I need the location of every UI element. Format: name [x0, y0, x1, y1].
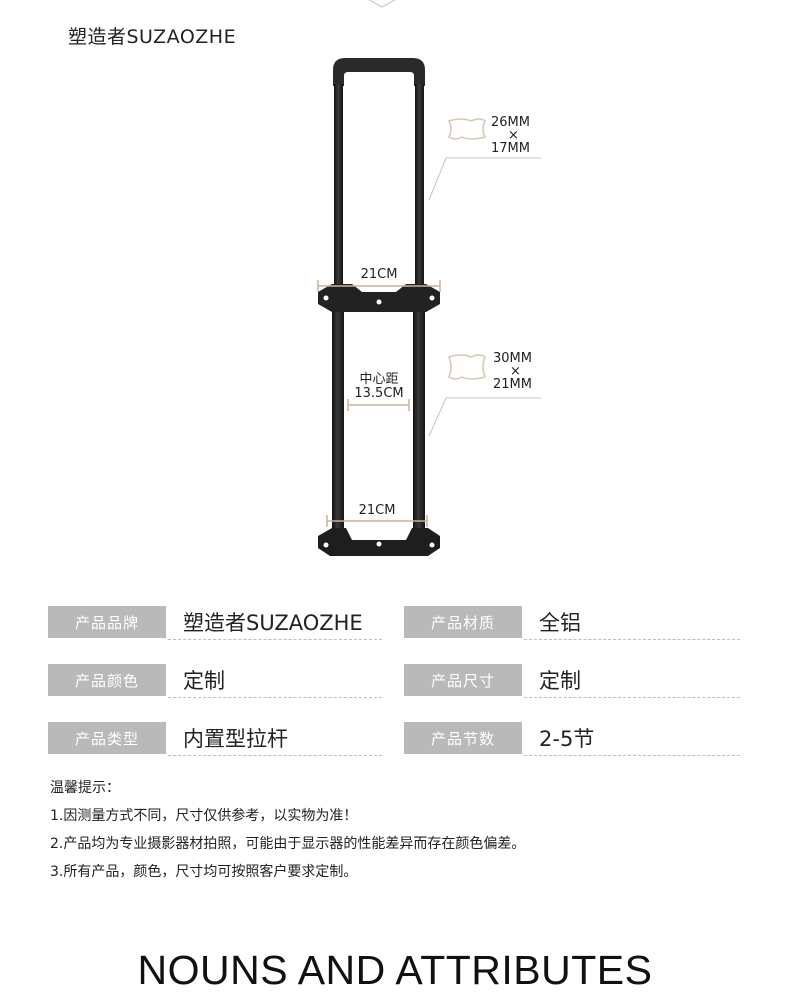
spec-row: 产品类型 内置型拉杆 产品节数 2-5节 [48, 720, 740, 756]
brand-title: 塑造者SUZAOZHE [68, 26, 237, 48]
profile-bottom-height: 21MM [493, 377, 532, 392]
spec-value: 塑造者SUZAOZHE [168, 604, 382, 640]
profile-bottom-width: 30MM [493, 351, 532, 366]
spec-table: 产品品牌 塑造者SUZAOZHE 产品材质 全铝 产品颜色 定制 产品尺寸 定制… [48, 604, 740, 764]
spec-item-color: 产品颜色 定制 [48, 662, 382, 698]
center-distance-dimension [347, 399, 410, 411]
spec-value: 2-5节 [524, 720, 740, 756]
lower-tubes [332, 312, 425, 534]
trolley-handle-diagram: 26MM × 17MM 30MM × 21MM 21CM 中心距 13.5CM … [317, 58, 541, 556]
center-distance-label: 中心距 [359, 372, 398, 387]
middle-bracket [318, 284, 440, 312]
spec-item-brand: 产品品牌 塑造者SUZAOZHE [48, 604, 382, 640]
tip-line: 1.因测量方式不同，尺寸仅供参考，以实物为准！ [50, 808, 358, 824]
profile-bottom-icon [448, 354, 487, 380]
spec-item-type: 产品类型 内置型拉杆 [48, 720, 382, 756]
section-heading: NOUNS AND ATTRIBUTES [137, 947, 653, 993]
lower-width-label: 21CM [359, 503, 396, 518]
base-bracket [318, 528, 440, 556]
tip-line: 2.产品均为专业摄影器材拍照，可能由于显示器的性能差异而存在颜色偏差。 [50, 836, 526, 852]
upper-width-label: 21CM [361, 267, 398, 282]
tip-line: 3.所有产品，颜色，尺寸均可按照客户要求定制。 [50, 864, 358, 880]
spec-value: 内置型拉杆 [168, 720, 382, 756]
tips-section: 温馨提示： 1.因测量方式不同，尺寸仅供参考，以实物为准！ 2.产品均为专业摄影… [50, 774, 740, 886]
profile-top-icon [447, 118, 487, 140]
spec-item-sections: 产品节数 2-5节 [404, 720, 740, 756]
upper-tubes [334, 84, 424, 290]
profile-bottom-times: × [510, 364, 521, 379]
center-distance-value: 13.5CM [354, 386, 403, 401]
lower-width-dimension [326, 515, 428, 527]
spec-value: 定制 [524, 662, 740, 698]
spec-label: 产品节数 [404, 722, 522, 754]
handle-grip [333, 58, 425, 86]
spec-row: 产品颜色 定制 产品尺寸 定制 [48, 662, 740, 698]
profile-top-width: 26MM [491, 115, 530, 130]
upper-width-dimension [317, 280, 441, 292]
spec-label: 产品材质 [404, 606, 522, 638]
spec-label: 产品颜色 [48, 664, 166, 696]
spec-label: 产品类型 [48, 722, 166, 754]
profile-top-times: × [508, 128, 519, 143]
spec-item-material: 产品材质 全铝 [404, 604, 740, 640]
profile-top-height: 17MM [491, 141, 530, 156]
chevron-down-icon [368, 0, 396, 8]
spec-row: 产品品牌 塑造者SUZAOZHE 产品材质 全铝 [48, 604, 740, 640]
spec-label: 产品品牌 [48, 606, 166, 638]
spec-item-size: 产品尺寸 定制 [404, 662, 740, 698]
spec-value: 定制 [168, 662, 382, 698]
spec-label: 产品尺寸 [404, 664, 522, 696]
spec-value: 全铝 [524, 604, 740, 640]
tips-title: 温馨提示： [50, 780, 120, 796]
